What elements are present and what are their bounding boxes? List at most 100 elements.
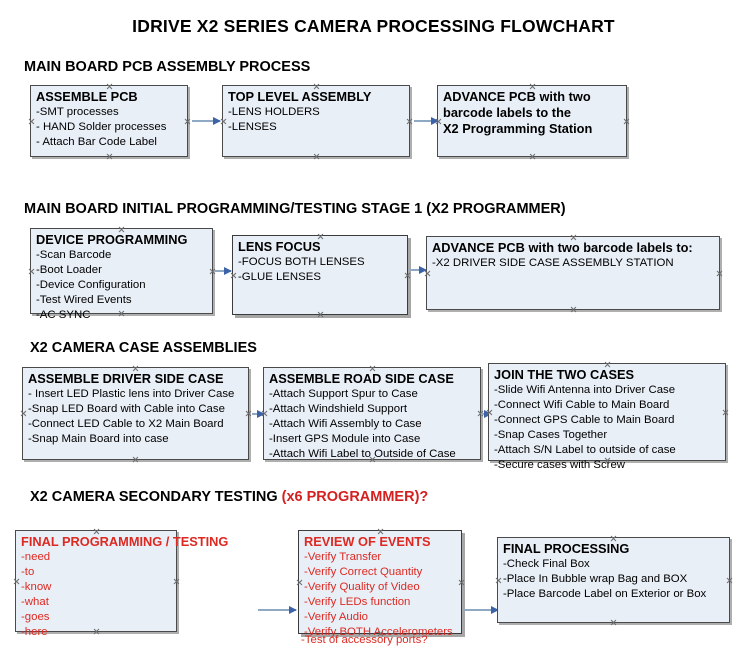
node-title: ADVANCE PCB with two (443, 89, 591, 104)
node-line: - HAND Solder processes (36, 121, 167, 134)
node-overflow-line: -Test of accessory ports? (301, 633, 428, 646)
connector-handle-right[interactable] (173, 578, 180, 585)
node-title: barcode labels to the (443, 105, 572, 121)
node-review-of-events[interactable]: REVIEW OF EVENTS -Verify Transfer -Verif… (296, 530, 465, 646)
node-line: -Attach Windshield Support (269, 403, 408, 416)
arrow-device-programming-to-lens-focus (215, 266, 232, 275)
connector-handle-bottom[interactable] (570, 306, 577, 313)
connector-handle-left[interactable] (28, 118, 35, 125)
node-title: JOIN THE TWO CASES (494, 367, 635, 382)
section-heading-x2-camera-case-assemblies: X2 CAMERA CASE ASSEMBLIES (30, 340, 257, 356)
node-line: -Slide Wifi Antenna into Driver Case (494, 384, 676, 397)
node-line: - Attach Bar Code Label (36, 136, 157, 149)
node-final-programming-testing[interactable]: FINAL PROGRAMMING / TESTING -need -to -k… (13, 530, 229, 638)
node-title: ADVANCE PCB with two barcode labels to: (432, 240, 693, 255)
section-heading-text: MAIN BOARD INITIAL PROGRAMMING/TESTING S… (24, 201, 566, 217)
node-line: -Check Final Box (503, 558, 590, 571)
connector-handle-bottom[interactable] (317, 311, 324, 318)
node-line: -Place In Bubble wrap Bag and BOX (503, 573, 688, 586)
node-line: -Verify LEDs function (304, 596, 411, 609)
node-line: -Insert GPS Module into Case (269, 433, 421, 446)
connector-handle-right[interactable] (722, 409, 729, 416)
connector-handle-bottom[interactable] (132, 456, 139, 463)
connector-handle-right[interactable] (716, 270, 723, 277)
page-title: IDRIVE X2 SERIES CAMERA PROCESSING FLOWC… (132, 16, 615, 36)
section-heading-text: X2 CAMERA CASE ASSEMBLIES (30, 340, 257, 356)
node-line: -Place Barcode Label on Exterior or Box (503, 588, 707, 601)
node-line: -Attach S/N Label to outside of case (494, 444, 676, 457)
connector-handle-bottom[interactable] (610, 619, 617, 626)
node-line: -Connect Wifi Cable to Main Board (494, 399, 670, 412)
section-heading-accent: (x6 PROGRAMMER)? (281, 489, 429, 505)
node-line: -Verify Transfer (304, 551, 382, 564)
node-line: -X2 DRIVER SIDE CASE ASSEMBLY STATION (432, 257, 674, 270)
connector-handle-left[interactable] (20, 410, 27, 417)
node-line: -here (21, 626, 48, 639)
node-line: -Snap Main Board into case (28, 433, 169, 446)
connector-handle-left[interactable] (13, 578, 20, 585)
node-line: -Device Configuration (36, 279, 146, 292)
node-advance-pcb-to-x2-programming-station[interactable]: ADVANCE PCB with two barcode labels to t… (437, 85, 627, 157)
connector-handle-left[interactable] (28, 268, 35, 275)
node-title: ASSEMBLE DRIVER SIDE CASE (28, 371, 224, 386)
node-line: -what (21, 596, 49, 609)
node-line: -Attach Wifi Assembly to Case (269, 418, 422, 431)
section-heading-text: X2 CAMERA SECONDARY TESTING (30, 489, 282, 505)
node-line: -Attach Wifi Label to Outside of Case (269, 448, 456, 461)
node-line: -Connect GPS Cable to Main Board (494, 414, 675, 427)
connector-handle-right[interactable] (184, 118, 191, 125)
arrow-top-level-assembly-to-advance-pcb (414, 116, 439, 125)
node-line: -to (21, 566, 35, 579)
connector-handle-left[interactable] (296, 579, 303, 586)
connector-handle-right[interactable] (726, 577, 733, 584)
connector-handle-right[interactable] (406, 118, 413, 125)
node-line: -Attach Support Spur to Case (269, 388, 418, 401)
node-line: - Insert LED Plastic lens into Driver Ca… (28, 388, 235, 401)
connector-handle-right[interactable] (623, 118, 630, 125)
node-line: -know (21, 581, 52, 594)
node-line: -Test Wired Events (36, 294, 132, 307)
connector-handle-left[interactable] (495, 577, 502, 584)
connector-handle-bottom[interactable] (106, 153, 113, 160)
node-title: DEVICE PROGRAMMING (36, 232, 188, 247)
node-line: -Verify BOTH Accelerometers (304, 626, 453, 639)
node-line: -LENS HOLDERS (228, 106, 320, 119)
node-lens-focus[interactable]: LENS FOCUS -FOCUS BOTH LENSES -GLUE LENS… (232, 235, 408, 315)
node-line: -Boot Loader (36, 264, 102, 277)
node-line: -need (21, 551, 51, 564)
section-heading-x2-camera-secondary-testing: X2 CAMERA SECONDARY TESTING (x6 PROGRAMM… (30, 489, 428, 505)
section-heading-main-board-pcb-assembly-process: MAIN BOARD PCB ASSEMBLY PROCESS (24, 59, 310, 75)
section-heading-main-board-initial-programming: MAIN BOARD INITIAL PROGRAMMING/TESTING S… (24, 201, 566, 217)
node-advance-pcb-to-driver-side-case-assembly[interactable]: ADVANCE PCB with two barcode labels to: … (426, 236, 720, 310)
node-top-level-assembly[interactable]: TOP LEVEL ASSEMBLY -LENS HOLDERS -LENSES (222, 85, 410, 157)
section-heading-text: MAIN BOARD PCB ASSEMBLY PROCESS (24, 59, 311, 75)
node-line: -Snap Cases Together (494, 429, 608, 442)
node-line: -FOCUS BOTH LENSES (238, 256, 365, 269)
node-line: -Verify Correct Quantity (304, 566, 423, 579)
node-title: TOP LEVEL ASSEMBLY (228, 89, 372, 104)
node-assemble-pcb[interactable]: ASSEMBLE PCB -SMT processes - HAND Solde… (30, 85, 188, 157)
node-line: -Secure cases with Screw (494, 459, 626, 472)
node-line: -Connect LED Cable to X2 Main Board (28, 418, 224, 431)
node-title: FINAL PROGRAMMING / TESTING (21, 534, 229, 549)
node-line: -goes (21, 611, 50, 624)
node-line: -LENSES (228, 121, 277, 134)
connector-handle-right[interactable] (245, 410, 252, 417)
connector-handle-bottom[interactable] (529, 153, 536, 160)
arrow-final-programming-to-review-of-events (258, 605, 297, 614)
node-title: FINAL PROCESSING (503, 541, 630, 556)
connector-handle-right[interactable] (404, 272, 411, 279)
arrow-review-of-events-to-final-processing (464, 605, 499, 614)
node-title: LENS FOCUS (238, 239, 321, 254)
node-assemble-driver-side-case[interactable]: ASSEMBLE DRIVER SIDE CASE - Insert LED P… (22, 367, 249, 460)
node-final-processing[interactable]: FINAL PROCESSING -Check Final Box -Place… (497, 537, 730, 623)
connector-handle-right[interactable] (458, 579, 465, 586)
arrow-lens-focus-to-advance-pcb (410, 265, 427, 274)
connector-handle-bottom[interactable] (313, 153, 320, 160)
node-device-programming[interactable]: DEVICE PROGRAMMING -Scan Barcode -Boot L… (28, 228, 213, 321)
node-join-the-two-cases[interactable]: JOIN THE TWO CASES -Slide Wifi Antenna i… (488, 363, 729, 471)
node-line: -Verify Quality of Video (304, 581, 420, 594)
node-line: -Verify Audio (304, 611, 368, 624)
node-assemble-road-side-case[interactable]: ASSEMBLE ROAD SIDE CASE -Attach Support … (263, 367, 481, 460)
